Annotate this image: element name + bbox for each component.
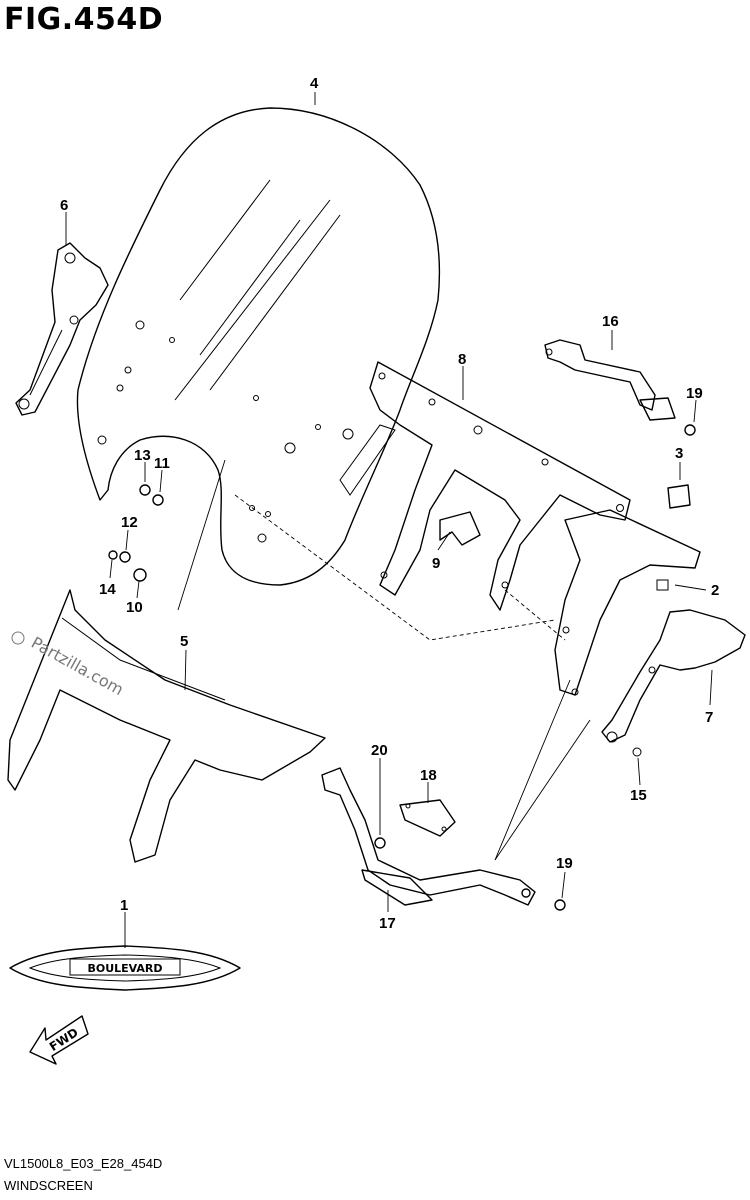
emblem-text: BOULEVARD <box>87 962 162 975</box>
callout-12: 12 <box>121 514 138 531</box>
lower-rod-part <box>321 767 566 911</box>
right-bracket-part <box>601 609 746 757</box>
main-stay-part <box>339 361 631 611</box>
callout-5: 5 <box>180 633 188 650</box>
callout-20: 20 <box>371 742 388 759</box>
callout-15: 15 <box>630 787 647 804</box>
right-stay-part <box>554 509 701 696</box>
figure-caption: WINDSCREEN <box>4 1178 93 1193</box>
watermark: Partzilla.com <box>11 631 127 699</box>
callout-9: 9 <box>432 555 440 572</box>
watermark-text: Partzilla.com <box>28 633 127 699</box>
callout-13: 13 <box>134 447 151 464</box>
callout-labels: 4 6 16 8 19 3 13 11 12 9 14 10 2 5 7 20 … <box>60 75 719 932</box>
callout-18: 18 <box>420 767 437 784</box>
callout-4: 4 <box>310 75 319 92</box>
figure-title: FIG.454D <box>4 2 164 37</box>
callout-14: 14 <box>99 581 116 598</box>
small-bracket-part <box>439 511 481 546</box>
callout-11: 11 <box>154 455 170 472</box>
model-code: VL1500L8_E03_E28_454D <box>4 1156 163 1171</box>
left-bracket-part <box>15 242 109 416</box>
windscreen-part <box>76 107 441 586</box>
callout-3: 3 <box>675 445 683 462</box>
callout-19b: 19 <box>556 855 573 872</box>
lower-cowl-part <box>7 589 326 863</box>
boulevard-emblem: BOULEVARD <box>9 945 241 991</box>
plate-part <box>399 799 456 837</box>
callout-1: 1 <box>120 897 128 914</box>
callout-8: 8 <box>458 351 466 368</box>
fwd-label: FWD <box>47 1025 81 1054</box>
pad-part <box>667 484 691 509</box>
callout-17: 17 <box>379 915 396 932</box>
callout-6: 6 <box>60 197 68 214</box>
fwd-arrow: FWD <box>29 1015 89 1065</box>
callout-10: 10 <box>126 599 143 616</box>
upper-rod-part <box>544 339 696 436</box>
callout-16: 16 <box>602 313 619 330</box>
callout-2: 2 <box>711 582 719 599</box>
leader-lines <box>65 92 713 948</box>
callout-7: 7 <box>705 709 713 726</box>
callout-19: 19 <box>686 385 703 402</box>
hardware-part <box>108 484 386 849</box>
